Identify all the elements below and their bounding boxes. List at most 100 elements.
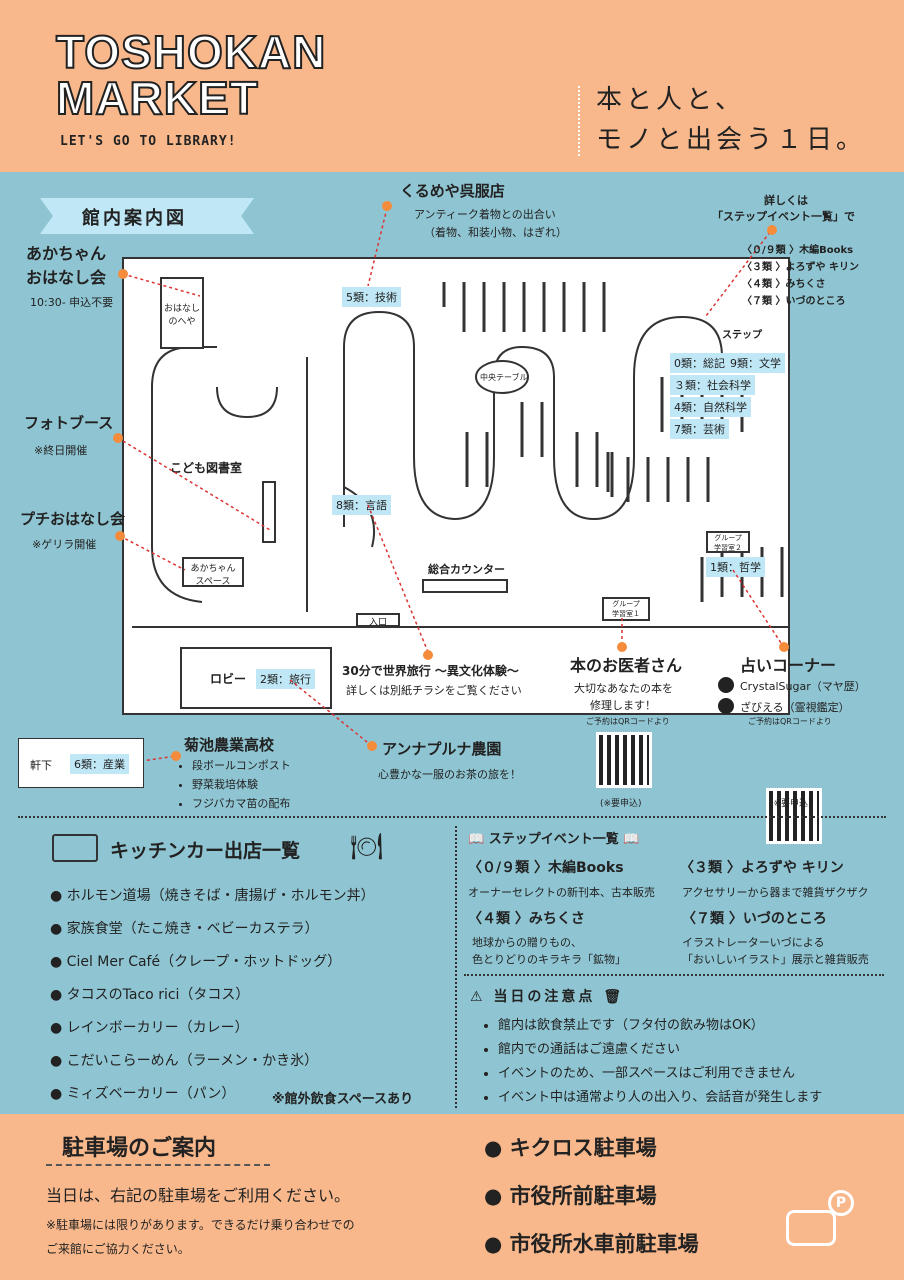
isha-line2: 修理します！: [590, 699, 656, 712]
map-title: 館内案内図: [82, 208, 187, 229]
sekai-note: 詳しくは別紙チラシをご覧ください: [346, 684, 522, 697]
step-event-name: 〈４類 〉みちくさ: [468, 911, 585, 927]
kitchen-title: キッチンカー出店一覧: [110, 840, 301, 862]
parking-line2: ※駐車場には限りがあります。できるだけ乗り合わせでの: [46, 1218, 355, 1232]
slogan-divider: [578, 86, 580, 156]
car-icon: [786, 1210, 836, 1246]
trash-icon: 🗑: [603, 989, 625, 1005]
kitchen-note: ※館外飲食スペースあり: [272, 1092, 414, 1107]
kitchen-item: ● 家族食堂（たこ焼き・ベビーカステラ）: [50, 921, 319, 937]
center-table-label: 中央テーブル: [480, 373, 528, 382]
notices-header: ⚠ 当日の注意点 🗑: [470, 989, 625, 1005]
class-9-label: 9類：文学: [726, 353, 785, 373]
class-5-label: 5類：技術: [342, 287, 401, 307]
ohanashi-room: おはなし のへや: [160, 277, 204, 349]
kitchen-item: ● タコスのTaco rici（タコス）: [50, 987, 250, 1003]
step-event-name: 〈７類 〉いづのところ: [682, 911, 827, 927]
uranai-person1: CrystalSugar（マヤ歴）: [740, 680, 866, 693]
class-3-label: ３類：社会科学: [670, 375, 755, 395]
section-divider: [18, 816, 886, 818]
parking-lot: ● 市役所前駐車場: [484, 1184, 657, 1208]
photo-note: ※終日開催: [34, 444, 88, 457]
isha-line1: 大切なあなたの本を: [574, 682, 673, 695]
puchi-title: プチおはなし会: [20, 510, 126, 528]
kikuchi-item: 段ボールコンポスト: [192, 756, 291, 775]
notice-item: 館内は飲食禁止です（フタ付の飲み物はOK）: [498, 1014, 822, 1038]
column-divider: [455, 826, 457, 1108]
cutlery-icon: 🍽: [350, 832, 384, 862]
annapurna-title: アンナプルナ農園: [382, 740, 502, 758]
uranai-qr-note: ご予約はQRコードより: [748, 717, 832, 726]
book-icon: 📖: [623, 832, 640, 847]
parking-section: 駐車場のご案内 当日は、右記の駐車場をご利用ください。 ※駐車場には限りがありま…: [0, 1114, 904, 1280]
step-event-desc: 地球からの贈りもの、: [472, 936, 582, 949]
step-info-item: 〈７類 〉いづのところ: [742, 296, 846, 307]
step-info-line1: 詳しくは: [764, 194, 808, 207]
parking-title: 駐車場のご案内: [62, 1136, 217, 1161]
kurumeya-line2: （着物、和装小物、はぎれ）: [424, 226, 567, 239]
isha-apply: (※要申込): [600, 799, 642, 809]
notice-item: 館内での通話はご遠慮ください: [498, 1038, 822, 1062]
kikuchi-title: 菊池農業高校: [184, 736, 275, 754]
parking-sign-icon: P: [828, 1190, 854, 1216]
parking-lot: ● 市役所水車前駐車場: [484, 1232, 699, 1256]
annapurna-note: 心豊かな一服のお茶の旅を！: [378, 768, 521, 781]
step-event-desc: アクセサリーから器まで雑貨ザクザク: [682, 886, 869, 899]
counter-desk: [422, 579, 508, 593]
parking-line3: ご来館にご協力ください。: [46, 1242, 190, 1256]
kitchen-item: ● レインボーカリー（カレー）: [50, 1020, 249, 1036]
callout-connectors: [113, 201, 789, 763]
class-6-label: 6類：産業: [70, 754, 129, 774]
map-lines: [132, 282, 790, 628]
puchi-note: ※ゲリラ開催: [32, 538, 97, 551]
notices-list: 館内は飲食禁止です（フタ付の飲み物はOK） 館内での通話はご遠慮ください イベン…: [498, 1014, 822, 1110]
tagline: LET'S GO TO LIBRARY!: [60, 134, 237, 149]
step-event-desc: 色とりどりのキラキラ「鉱物」: [472, 953, 626, 966]
kitchen-item: ● ホルモン道場（焼きそば・唐揚げ・ホルモン丼）: [50, 888, 375, 904]
kikuchi-item: 野菜栽培体験: [192, 775, 291, 794]
step-info-line2: 「ステップイベント一覧」で: [712, 210, 855, 223]
step-event-name: 〈０/９類 〉木編Books: [468, 860, 624, 876]
title-line-2: MARKET: [55, 72, 259, 124]
kurumeya-line1: アンティーク着物との出合い: [414, 208, 556, 221]
slogan-line-2: モノと出会う１日。: [596, 125, 867, 155]
book-icon: 📖: [468, 832, 485, 847]
kitchen-list: ● ホルモン道場（焼きそば・唐揚げ・ホルモン丼） ● 家族食堂（たこ焼き・ベビー…: [50, 880, 375, 1111]
kitchen-item: ● ミィズベーカリー（パン）: [50, 1086, 236, 1102]
parking-lot: ● キクロス駐車場: [484, 1136, 657, 1160]
group-room-2: グループ 学習室２: [706, 531, 750, 553]
class-2-label: 2類：旅行: [256, 669, 315, 689]
step-info-item: 〈０/９類 〉木編Books: [742, 245, 854, 256]
person-icon: [718, 698, 734, 714]
step-event-desc: イラストレーターいづによる: [682, 936, 825, 949]
kitchen-item: ● こだいこらーめん（ラーメン・かき氷）: [50, 1053, 319, 1069]
akachan-note: 10:30- 申込不要: [30, 296, 114, 309]
kikuchi-item: フジバカマ苗の配布: [192, 794, 291, 813]
header: TOSHOKAN MARKET LET'S GO TO LIBRARY! 本と人…: [0, 0, 904, 172]
step-event-desc: 「おいしいイラスト」展示と雑貨販売: [682, 953, 869, 966]
step-events-header: 📖 ステップイベント一覧 📖: [468, 832, 640, 847]
notice-divider: [464, 974, 884, 976]
uranai-title: 占いコーナー: [740, 656, 837, 675]
step-info-item: 〈３類 〉よろずや キリン: [742, 262, 859, 273]
counter-label: 総合カウンター: [428, 563, 505, 576]
truck-icon: [52, 834, 98, 862]
kikuchi-list: 段ボールコンポスト 野菜栽培体験 フジバカマ苗の配布: [192, 756, 291, 813]
class-7-label: 7類：芸術: [670, 419, 729, 439]
floor-map: おはなし のへや こども図書室 あかちゃん スペース 入口 総合カウンター 中央…: [122, 257, 790, 715]
class-1-label: 1類：哲学: [706, 557, 765, 577]
kurumeya-title: くるめや呉服店: [400, 182, 505, 200]
kodomo-shelf: [262, 481, 276, 543]
isha-qr-note: ご予約はQRコードより: [586, 717, 670, 726]
step-label: ステップ: [722, 330, 762, 341]
warning-icon: ⚠: [470, 989, 486, 1005]
lobby-label: ロビー: [210, 672, 247, 686]
slogan-line-1: 本と人と、: [596, 85, 745, 115]
kodomo-room-label: こども図書室: [170, 461, 243, 475]
akachan-title-2: おはなし会: [26, 268, 107, 287]
person-icon: [718, 677, 734, 693]
class-4-label: 4類：自然科学: [670, 397, 751, 417]
akachan-title-1: あかちゃん: [26, 244, 107, 263]
isha-qr-code[interactable]: [596, 732, 652, 788]
kitchen-item: ● Ciel Mer Café（クレープ・ホットドッグ）: [50, 954, 342, 970]
